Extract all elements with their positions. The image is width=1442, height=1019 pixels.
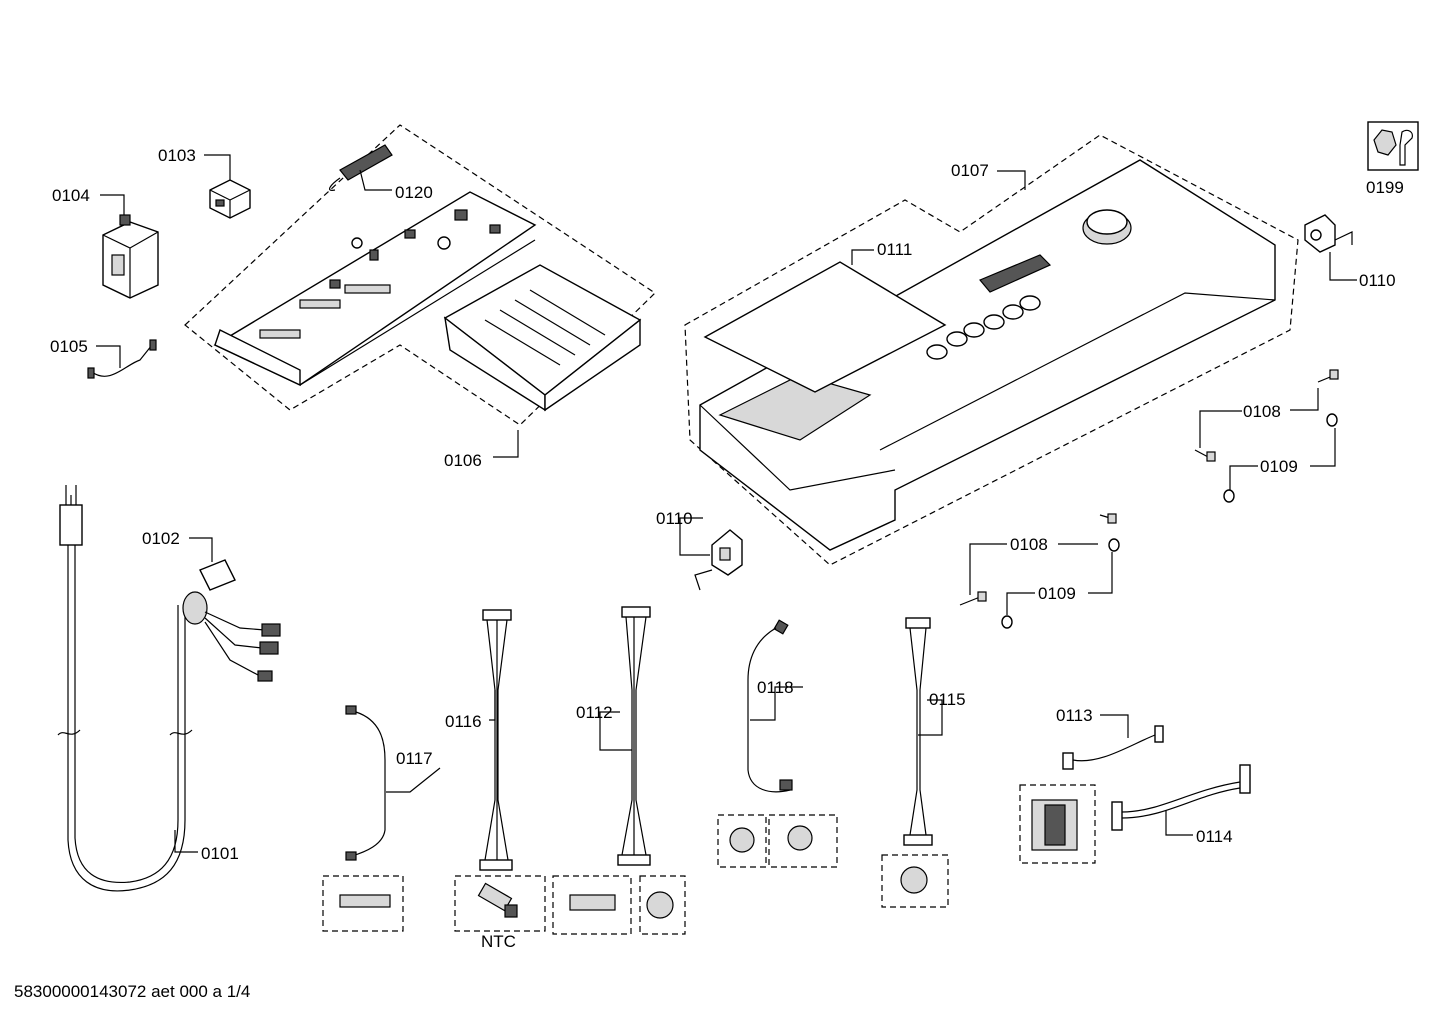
harness-0117 bbox=[322, 705, 404, 932]
door-lock-icon bbox=[102, 214, 159, 299]
part-label-0105: 0105 bbox=[50, 337, 88, 356]
part-label-0106: 0106 bbox=[444, 451, 482, 470]
cap-icon bbox=[1108, 538, 1120, 552]
display-module bbox=[339, 144, 393, 181]
relay-cube-icon bbox=[209, 179, 251, 219]
pcb-components bbox=[259, 209, 501, 339]
part-label-0112: 0112 bbox=[576, 703, 613, 722]
harness-0115 bbox=[881, 617, 949, 908]
screw-icon bbox=[1317, 369, 1339, 383]
part-label-0120: 0120 bbox=[395, 183, 433, 202]
hinge-bracket-icon bbox=[1304, 214, 1353, 253]
panel-buttons bbox=[926, 295, 1041, 360]
part-label-0199: 0199 bbox=[1366, 178, 1404, 197]
cap-icon bbox=[1326, 413, 1338, 427]
cover-plate bbox=[703, 261, 947, 393]
ntc-label: NTC bbox=[481, 932, 516, 951]
small-cable bbox=[91, 344, 153, 377]
part-label-0113: 0113 bbox=[1056, 706, 1093, 725]
screw-icon bbox=[1099, 513, 1117, 524]
screw-icon bbox=[1194, 449, 1216, 462]
document-footer-id: 58300000143072 aet 000 a 1/4 bbox=[14, 982, 251, 1001]
part-label-0110-top: 0110 bbox=[1359, 271, 1396, 290]
part-label-0111: 0111 bbox=[877, 240, 912, 259]
hinge-bracket-icon bbox=[694, 529, 743, 591]
part-label-0103: 0103 bbox=[158, 146, 196, 165]
part-label-0107: 0107 bbox=[951, 161, 989, 180]
part-label-0102: 0102 bbox=[142, 529, 180, 548]
holder-slots bbox=[484, 289, 606, 366]
control-module-group bbox=[184, 124, 656, 426]
part-label-0118: 0118 bbox=[757, 678, 794, 697]
harness-0118 bbox=[717, 619, 838, 868]
part-label-0110-mid: 0110 bbox=[656, 509, 693, 528]
part-label-0108-mid: 0108 bbox=[1010, 535, 1048, 554]
wrench-icon bbox=[1367, 121, 1419, 171]
part-label-0114: 0114 bbox=[1196, 827, 1233, 846]
part-label-0117: 0117 bbox=[396, 749, 433, 768]
harness-0114 bbox=[1019, 764, 1251, 864]
nut-icon bbox=[1373, 129, 1397, 156]
ntc-sensor-icon bbox=[477, 882, 518, 918]
part-label-0108-right: 0108 bbox=[1243, 402, 1281, 421]
part-label-0115: 0115 bbox=[929, 690, 966, 709]
control-panel-group bbox=[684, 134, 1299, 566]
part-labels: 0103 0104 0105 0120 0106 0107 0111 0110 … bbox=[50, 146, 1396, 951]
part-label-0116: 0116 bbox=[445, 712, 482, 731]
harness-0112 bbox=[552, 606, 686, 935]
part-label-0109-right: 0109 bbox=[1260, 457, 1298, 476]
harness-0113 bbox=[1062, 725, 1164, 770]
part-label-0101: 0101 bbox=[201, 844, 239, 863]
cap-icon bbox=[1001, 615, 1013, 629]
cap-icon bbox=[1223, 489, 1235, 503]
suppressor-filter bbox=[182, 559, 281, 682]
part-label-0109-mid: 0109 bbox=[1038, 584, 1076, 603]
harness-0116 bbox=[454, 609, 546, 932]
screw-icon bbox=[959, 591, 987, 606]
part-label-0104: 0104 bbox=[52, 186, 90, 205]
leader-lines bbox=[96, 154, 1357, 853]
